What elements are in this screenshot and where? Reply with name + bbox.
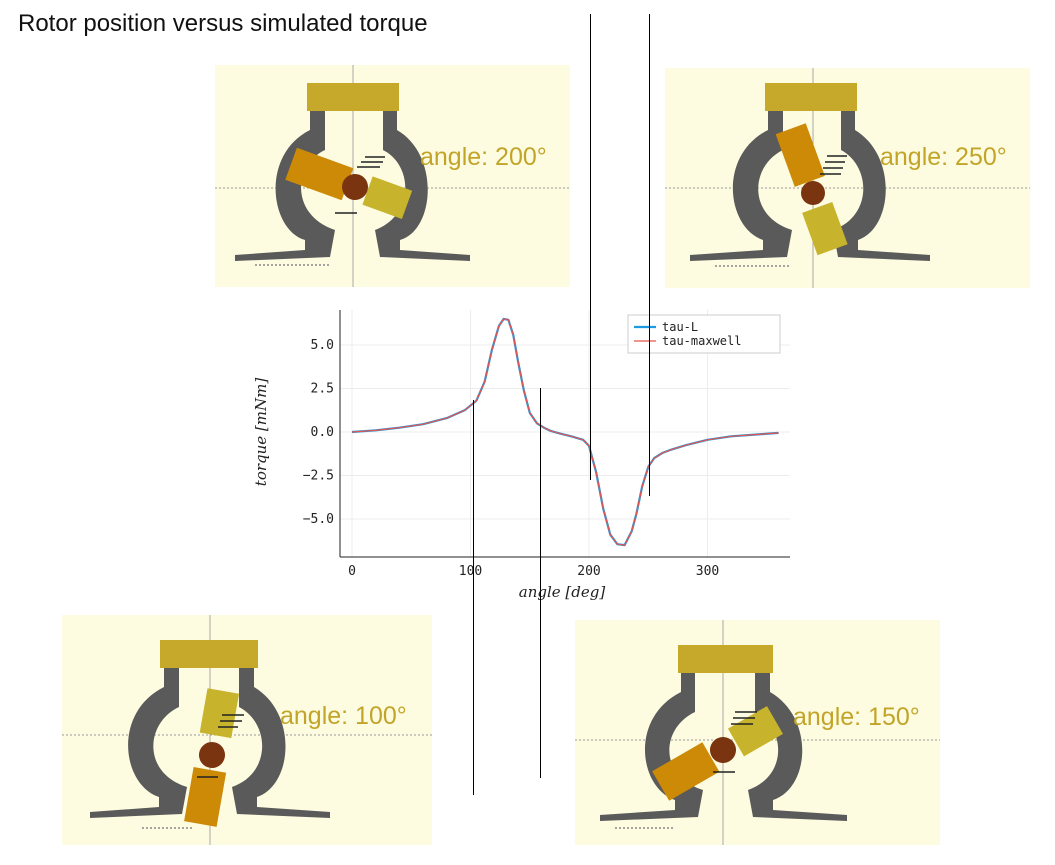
chart-axes — [339, 310, 790, 558]
legend-box — [627, 314, 781, 354]
rotor-panel-250: angle: 250° — [665, 68, 1030, 288]
rotor-panel-100: angle: 100° — [62, 615, 432, 845]
figure-title: Rotor position versus simulated torque — [18, 10, 428, 37]
y-tick-label: −5.0 — [303, 512, 334, 527]
x-tick-label: 0 — [348, 564, 356, 579]
y-tick-label: −2.5 — [303, 469, 334, 484]
x-tick-labels: 0 100 200 300 — [348, 564, 719, 579]
stator-top-pole — [765, 83, 857, 111]
y-tick-label: 0.0 — [311, 425, 334, 440]
y-tick-label: 5.0 — [311, 338, 334, 353]
rotor-150 — [652, 706, 783, 801]
pointer-line-150 — [540, 388, 541, 778]
rotor-illustration-200 — [215, 65, 570, 287]
legend-label: tau-L — [662, 320, 698, 334]
rotor-illustration-150 — [575, 620, 940, 845]
rotor-panel-200: angle: 200° — [215, 65, 570, 287]
angle-label-150: angle: 150° — [793, 703, 920, 731]
rotor-panel-150: angle: 150° — [575, 620, 940, 845]
legend-label: tau-maxwell — [662, 334, 741, 348]
rotor-illustration-250 — [665, 68, 1030, 288]
torque-chart: 0 100 200 300 5.0 2.5 0.0 −2.5 −5.0 tau-Ltau-ma… — [252, 310, 790, 601]
angle-label-200: angle: 200° — [420, 143, 547, 171]
chart-grid — [340, 310, 790, 557]
y-tick-labels: 5.0 2.5 0.0 −2.5 −5.0 — [303, 338, 334, 527]
rotor-illustration-100 — [62, 615, 432, 845]
stator-top-pole — [678, 645, 773, 673]
x-tick-label: 200 — [577, 564, 600, 579]
x-tick-label: 300 — [696, 564, 719, 579]
rotor-250 — [775, 123, 848, 256]
angle-label-100: angle: 100° — [280, 702, 407, 730]
y-tick-label: 2.5 — [311, 382, 334, 397]
pointer-line-250 — [649, 14, 650, 496]
series-line-tau-maxwell — [351, 318, 779, 546]
rotor-200 — [285, 147, 413, 219]
angle-label-250: angle: 250° — [880, 143, 1007, 171]
x-axis-label: angle [deg] — [519, 583, 606, 601]
stator-top-pole — [307, 83, 399, 111]
rotor-100 — [184, 688, 240, 827]
x-tick-label: 100 — [459, 564, 482, 579]
y-axis-label: torque [mNm] — [252, 378, 270, 487]
stator-top-pole — [160, 640, 258, 668]
pointer-line-100 — [473, 400, 474, 795]
pointer-line-200 — [590, 14, 591, 480]
chart-series — [351, 317, 779, 547]
